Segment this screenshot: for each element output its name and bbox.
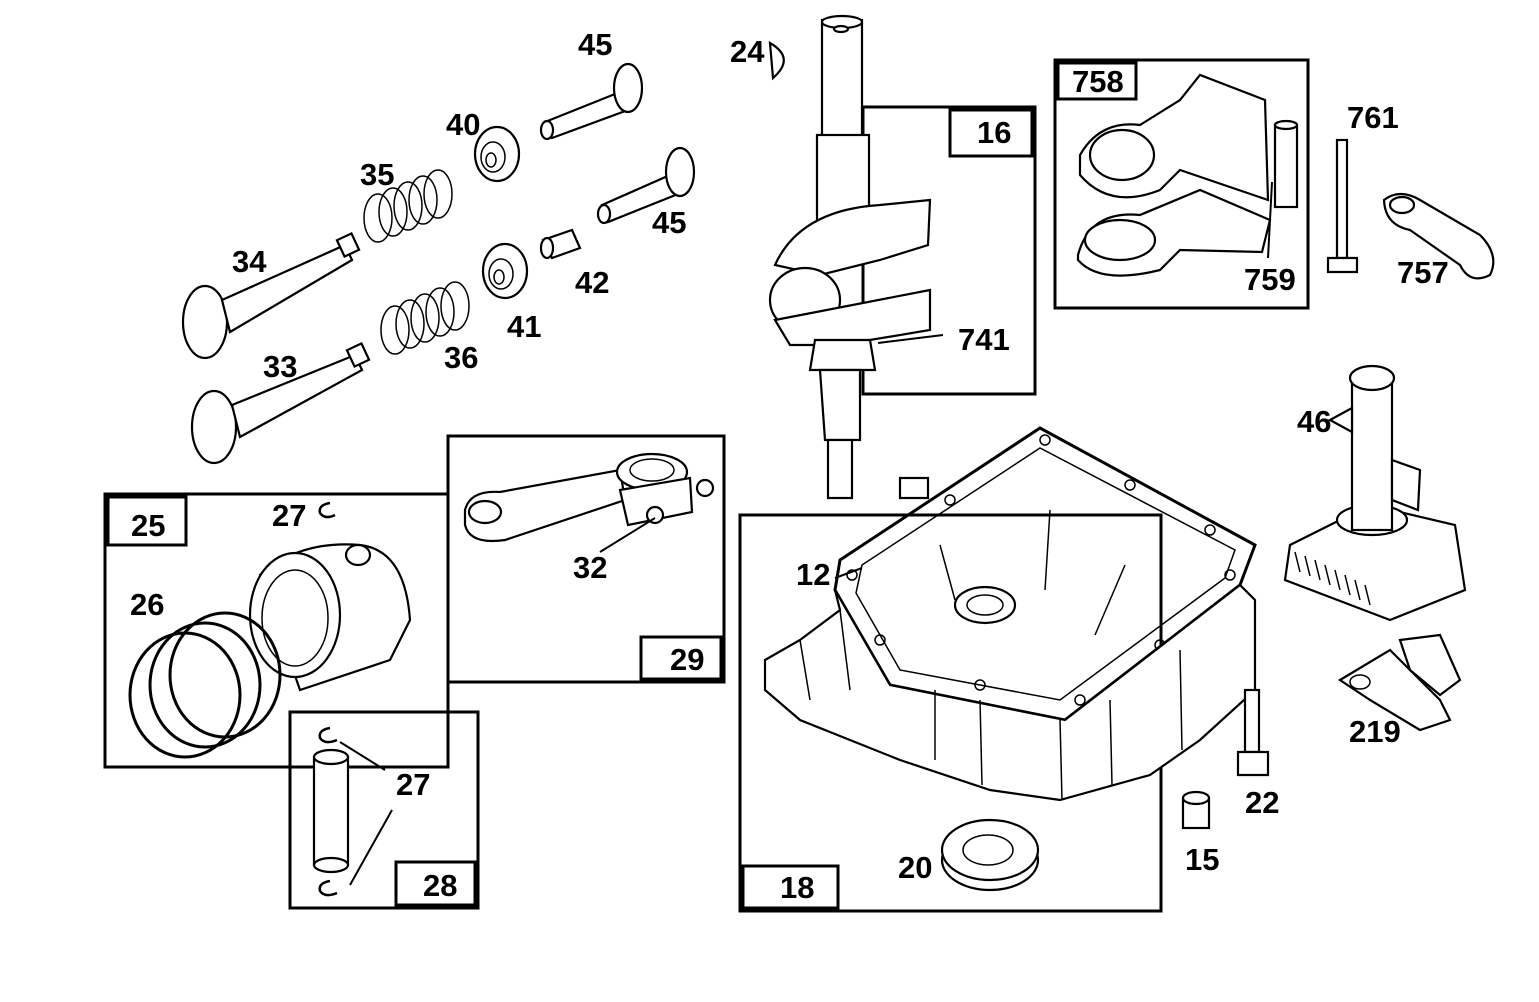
tag-28 [394, 860, 477, 907]
label-41: 41 [507, 309, 541, 344]
retainer-41 [481, 242, 529, 300]
label-758: 758 [1072, 64, 1124, 99]
piston-rings-26 [128, 611, 282, 759]
label-219: 219 [1349, 714, 1401, 749]
label-25: 25 [131, 508, 165, 543]
crankshaft-16 [768, 14, 932, 500]
key-24 [768, 40, 785, 81]
label-29: 29 [670, 642, 704, 677]
valve-spring-35 [363, 169, 453, 243]
bolt-22 [1236, 688, 1270, 777]
clip-27-lower-b [318, 879, 338, 897]
label-26: 26 [130, 587, 164, 622]
valve-spring-36 [380, 281, 470, 355]
tag-758 [1056, 61, 1138, 101]
tag-25 [106, 495, 188, 547]
label-757: 757 [1397, 255, 1449, 290]
label-45-upper: 45 [578, 27, 612, 62]
link-757 [1382, 192, 1495, 280]
leader-741 [877, 334, 944, 344]
label-34: 34 [232, 244, 267, 279]
tag-18 [741, 864, 840, 910]
label-24: 24 [730, 34, 765, 69]
governor-219 [1337, 633, 1462, 732]
leader-32 [599, 517, 656, 553]
tag-29 [639, 635, 723, 681]
tappet-45-lower [596, 146, 696, 225]
pin-759 [1273, 119, 1299, 209]
box-758 [1053, 58, 1310, 310]
box-28 [288, 710, 480, 910]
label-36: 36 [444, 340, 478, 375]
keeper-42 [539, 228, 582, 260]
label-45-lower: 45 [652, 205, 686, 240]
label-761: 761 [1347, 100, 1399, 135]
clip-27-upper [318, 501, 336, 519]
label-12: 12 [796, 557, 830, 592]
sump-18 [763, 476, 1257, 802]
leader-12 [834, 567, 863, 579]
label-741: 741 [958, 322, 1010, 357]
box-25 [103, 492, 450, 769]
label-32: 32 [573, 550, 607, 585]
tag-16 [948, 108, 1034, 158]
connecting-rod-32 [463, 452, 715, 543]
label-15: 15 [1185, 842, 1219, 877]
label-42: 42 [575, 265, 609, 300]
label-22: 22 [1245, 785, 1279, 820]
label-35: 35 [360, 157, 394, 192]
label-16: 16 [977, 115, 1011, 150]
label-40: 40 [446, 107, 480, 142]
wrist-pin-28 [312, 748, 350, 874]
plug-15 [1181, 790, 1211, 830]
label-18: 18 [780, 870, 814, 905]
label-28: 28 [423, 868, 457, 903]
leader-27-a [339, 741, 386, 771]
bolt-761 [1326, 138, 1359, 274]
label-46: 46 [1297, 404, 1331, 439]
label-759: 759 [1244, 262, 1296, 297]
label-20: 20 [898, 850, 932, 885]
balancer-758 [1076, 73, 1272, 277]
label-33: 33 [263, 349, 297, 384]
leader-759 [1267, 181, 1273, 259]
leader-27-b [349, 809, 393, 886]
camshaft-46 [1283, 364, 1467, 622]
retainer-40 [473, 125, 521, 183]
valve-34 [181, 232, 361, 360]
label-27-upper: 27 [272, 498, 306, 533]
valve-33 [190, 342, 371, 465]
tappet-45-upper [539, 62, 644, 141]
label-27-lower: 27 [396, 767, 430, 802]
clip-27-lower-a [318, 726, 338, 744]
seal-20 [940, 818, 1040, 892]
piston-25 [248, 543, 412, 692]
